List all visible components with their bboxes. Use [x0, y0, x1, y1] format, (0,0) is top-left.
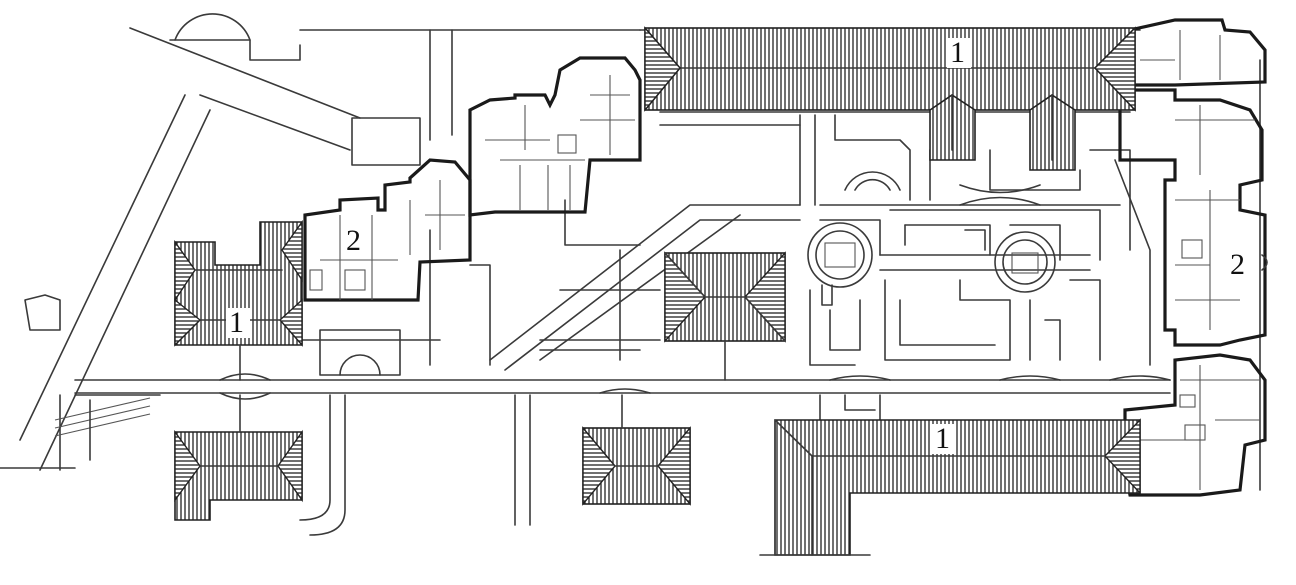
circular-courtyards: [807, 222, 1056, 306]
roof-bottom-long: [774, 419, 1141, 556]
label-roof-left: 1: [229, 306, 244, 339]
label-apartments-left: 2: [346, 224, 361, 257]
plan-labels: 1 1 1 2 2: [226, 36, 1251, 455]
roof-top-long: [644, 27, 1136, 111]
hatched-roofs: [174, 26, 1141, 556]
terrace-housing-left: [303, 56, 642, 302]
courtyard-paths: [299, 111, 1151, 376]
label-apartments-right: 2: [1230, 248, 1245, 281]
roof-bottom-left: [174, 431, 303, 521]
corner-apartments-right: [1118, 18, 1268, 497]
site-roads: [0, 13, 1261, 536]
road-crossings: [219, 184, 1171, 421]
label-roof-top: 1: [950, 36, 965, 69]
roof-left: [174, 221, 303, 346]
label-roof-bottom: 1: [935, 422, 950, 455]
